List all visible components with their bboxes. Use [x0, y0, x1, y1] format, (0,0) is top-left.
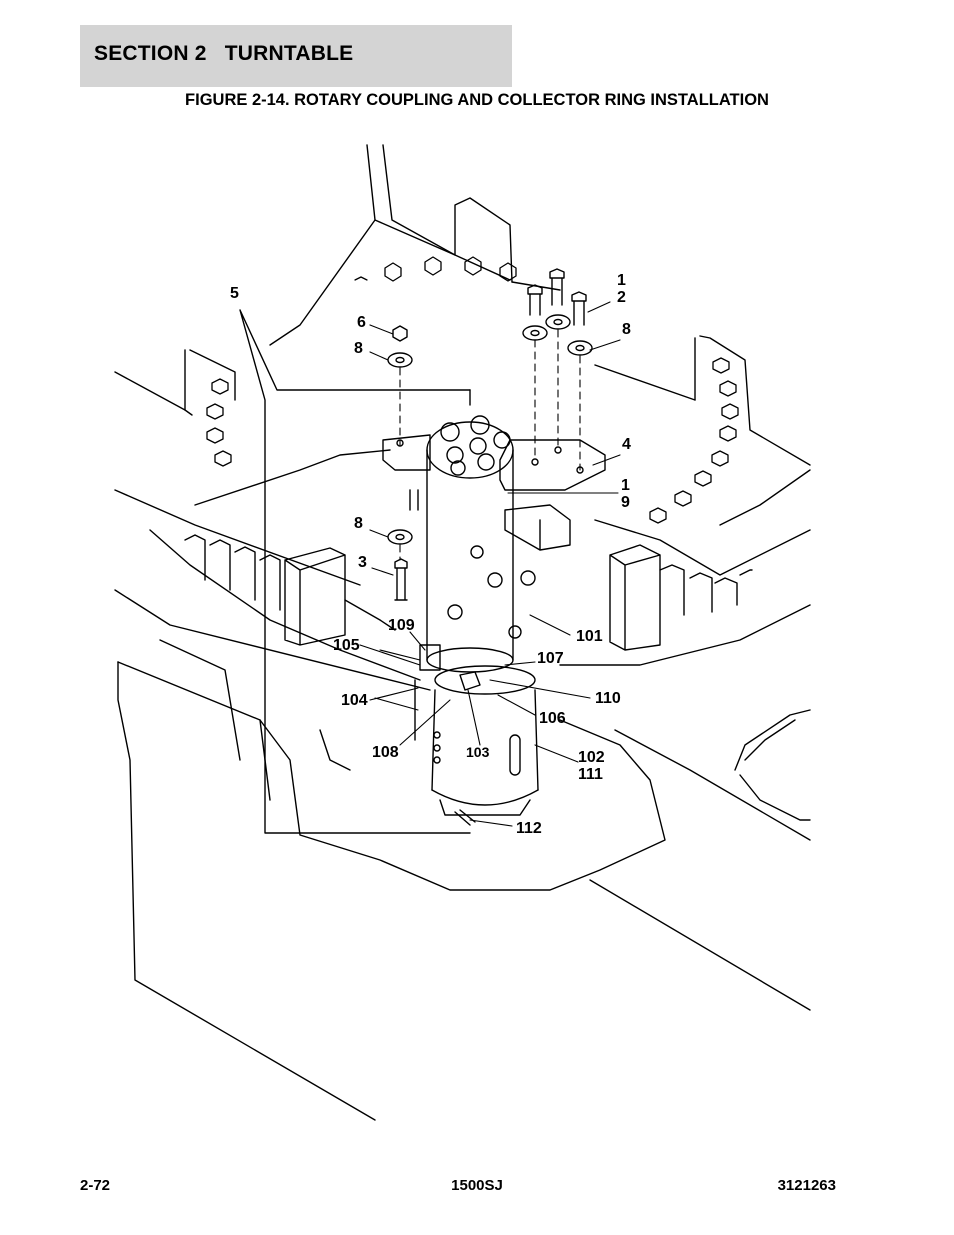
- callout-1-lower: 1: [621, 477, 630, 494]
- callout-103: 103: [466, 744, 490, 760]
- right-bearing-deck: [594, 469, 811, 576]
- right-bolt-ring: [649, 357, 739, 524]
- callout-110: 110: [595, 690, 621, 707]
- callout-8-lower-washer: 8: [354, 515, 363, 532]
- left-bearing-deck: [114, 489, 431, 691]
- figure-title: FIGURE 2-14. ROTARY COUPLING AND COLLECT…: [185, 91, 769, 109]
- callout-101: 101: [576, 628, 603, 645]
- document-number: 3121263: [777, 1177, 836, 1194]
- callout-4: 4: [622, 436, 631, 453]
- callout-107: 107: [537, 650, 564, 667]
- left-gear-teeth: [184, 534, 281, 611]
- callout-108: 108: [372, 744, 399, 761]
- callout-104: 104: [341, 692, 368, 709]
- callout-106: 106: [539, 710, 566, 727]
- washers: [387, 314, 593, 545]
- left-bolt-column: [206, 378, 232, 467]
- upper-bolt-ring: [354, 256, 517, 282]
- right-upright: [694, 335, 811, 466]
- callout-6: 6: [357, 314, 366, 331]
- callout-111: 111: [578, 766, 603, 783]
- left-bearing-block: [284, 547, 346, 646]
- right-gear-teeth: [659, 564, 753, 616]
- upper-plate-outline: [269, 144, 513, 346]
- callout-102: 102: [578, 749, 605, 766]
- hex-nut: [392, 325, 408, 342]
- section-header-bar: SECTION 2 TURNTABLE: [80, 25, 512, 87]
- callout-112: 112: [516, 820, 542, 837]
- callout-5: 5: [230, 285, 239, 302]
- callout-2: 2: [617, 289, 626, 306]
- callout-5-leader: [239, 309, 471, 834]
- callout-8-washer: 8: [622, 321, 631, 338]
- model-number: 1500SJ: [451, 1177, 503, 1194]
- leader-lines: [359, 301, 621, 827]
- bolt-3: [394, 558, 408, 601]
- upper-plate-rear-edge: [374, 219, 561, 291]
- callout-109: 109: [388, 617, 415, 634]
- callout-labels: 1 2 8 5 6 8 4 1 9 8 3 109 101 105 107 11…: [230, 272, 631, 837]
- callout-9: 9: [621, 494, 630, 511]
- rotary-coupling: [426, 415, 536, 673]
- callout-8-left-washer: 8: [354, 340, 363, 357]
- right-bearing-block: [609, 544, 661, 651]
- page-number: 2-72: [80, 1177, 111, 1194]
- bracket: [499, 439, 606, 491]
- callout-3: 3: [358, 554, 367, 571]
- collector-ring: [414, 644, 539, 826]
- left-mount-plate: [382, 434, 431, 471]
- section-title: SECTION 2 TURNTABLE: [94, 42, 354, 65]
- right-frame-cutout: [734, 709, 811, 821]
- base-frame: [117, 661, 376, 1121]
- callout-1: 1: [617, 272, 626, 289]
- mounting-bolts: [527, 268, 587, 326]
- callout-105: 105: [333, 637, 360, 654]
